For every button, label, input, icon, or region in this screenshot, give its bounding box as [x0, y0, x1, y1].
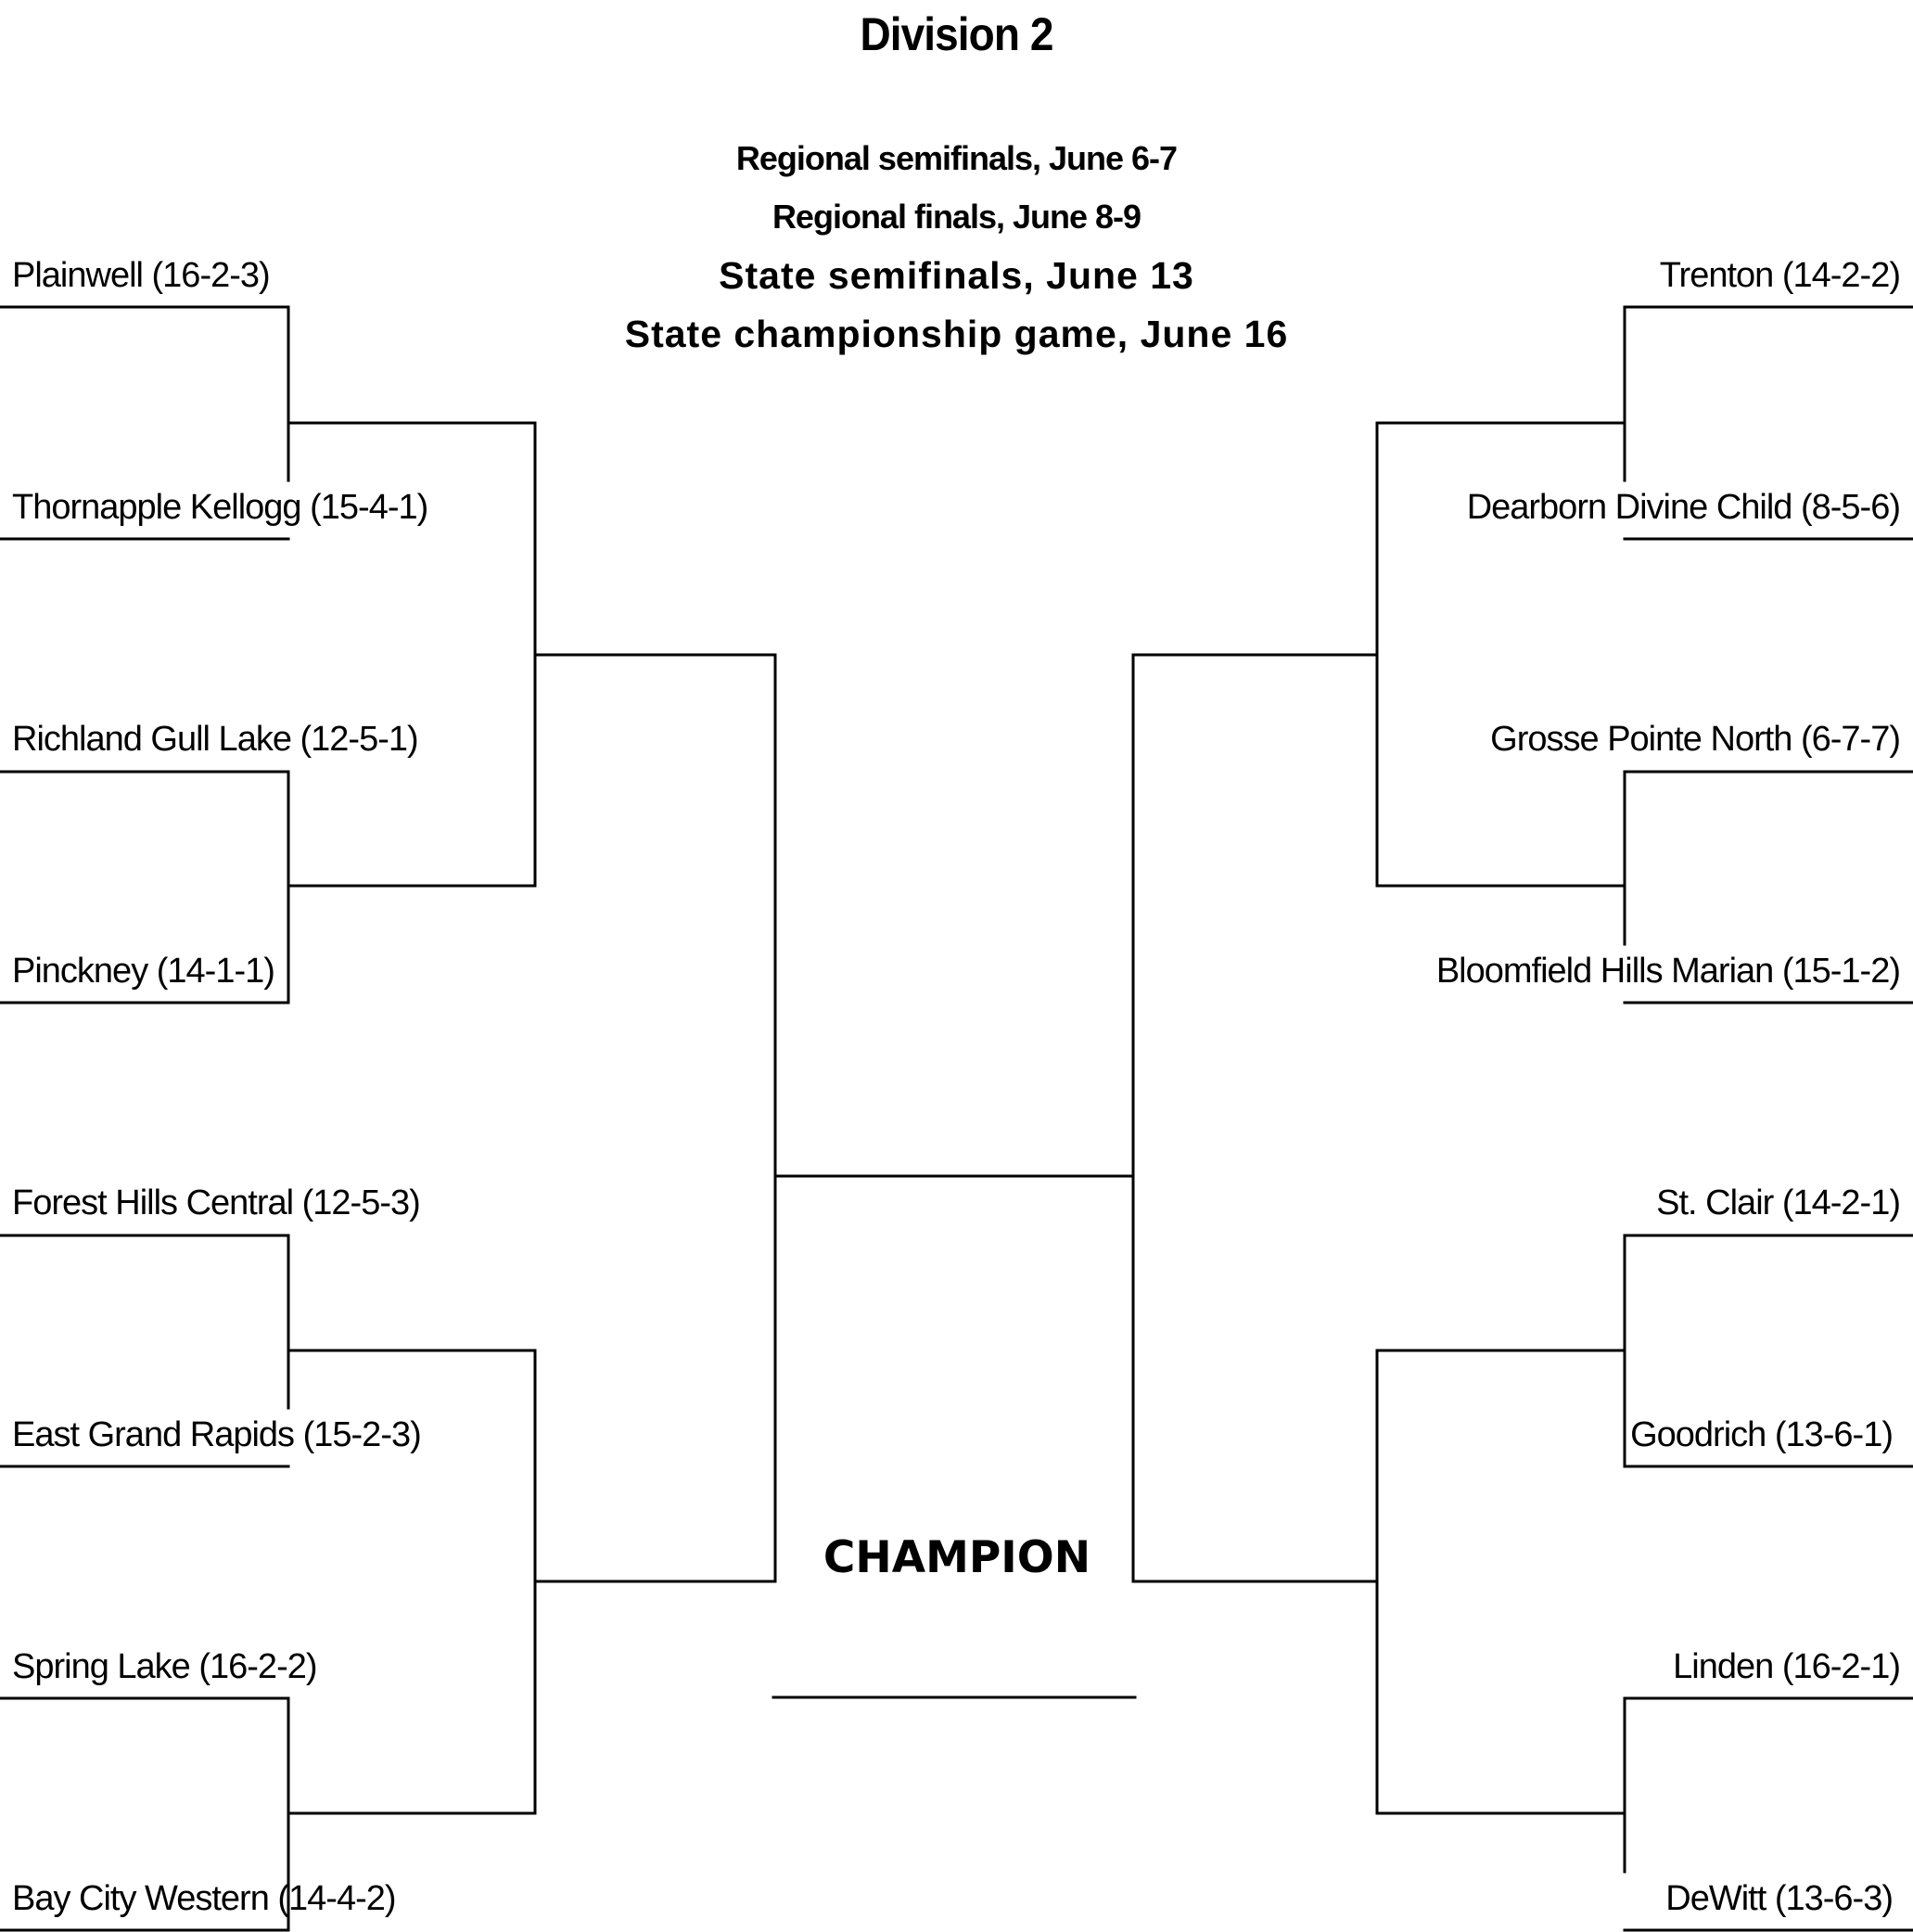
left-team-1: Plainwell (16-2-3) [12, 256, 271, 295]
left-team-8: Bay City Western (14-4-2) [12, 1879, 397, 1918]
schedule-state-semifinals: State semifinals, June 13 [719, 254, 1194, 297]
right-team-6: Goodrich (13-6-1) [1630, 1415, 1894, 1454]
champion-label: CHAMPION [823, 1532, 1091, 1583]
right-team-4: Bloomfield Hills Marian (15-1-2) [1435, 952, 1901, 991]
schedule-state-championship: State championship game, June 16 [624, 313, 1289, 355]
division-title: Division 2 [860, 8, 1053, 60]
right-team-7: Linden (16-2-1) [1673, 1647, 1901, 1686]
right-team-5: St. Clair (14-2-1) [1656, 1184, 1901, 1222]
right-team-3: Grosse Pointe North (6-7-7) [1490, 720, 1901, 759]
schedule-regional-finals: Regional finals, June 8-9 [772, 198, 1141, 236]
left-team-5: Forest Hills Central (12-5-3) [12, 1184, 421, 1222]
left-team-7: Spring Lake (16-2-2) [12, 1647, 318, 1686]
left-team-4: Pinckney (14-1-1) [12, 952, 275, 991]
right-team-2: Dearborn Divine Child (8-5-6) [1466, 488, 1901, 527]
left-team-6: East Grand Rapids (15-2-3) [12, 1415, 422, 1454]
left-team-2: Thornapple Kellogg (15-4-1) [12, 488, 428, 527]
right-team-1: Trenton (14-2-2) [1659, 256, 1901, 295]
left-team-3: Richland Gull Lake (12-5-1) [12, 720, 419, 759]
schedule-regional-semifinals: Regional semifinals, June 6-7 [735, 139, 1178, 177]
right-team-8: DeWitt (13-6-3) [1665, 1879, 1894, 1918]
